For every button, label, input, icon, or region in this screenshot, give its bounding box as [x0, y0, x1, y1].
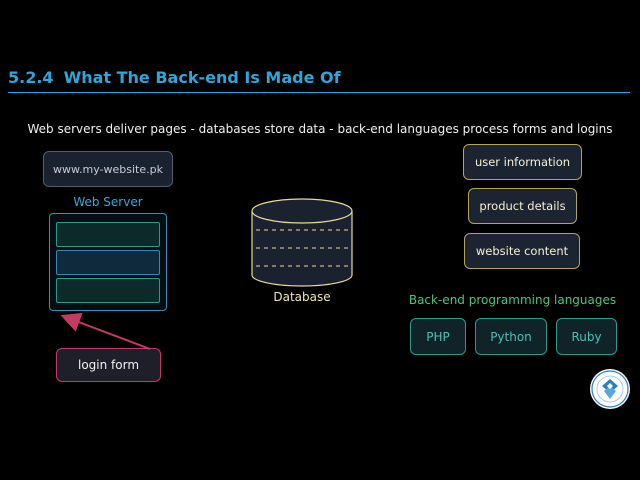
section-title: What The Back-end Is Made Of	[63, 68, 341, 87]
language-ruby: Ruby	[556, 318, 617, 355]
server-rack-top	[56, 222, 160, 247]
arrow-icon	[60, 312, 151, 350]
web-server-label: Web Server	[73, 195, 143, 209]
slide-subtitle: Web servers deliver pages - databases st…	[27, 122, 613, 136]
logo-badge-icon	[590, 369, 630, 409]
section-number: 5.2.4	[8, 68, 54, 87]
login-form-box: login form	[56, 348, 161, 382]
database-icon	[251, 198, 353, 287]
languages-title: Back-end programming languages	[408, 293, 617, 307]
server-rack-middle	[56, 250, 160, 275]
data-item-website-content: website content	[464, 233, 580, 269]
title-divider	[8, 92, 630, 93]
language-php: PHP	[410, 318, 466, 355]
data-item-user-information: user information	[463, 144, 582, 180]
web-server-icon	[49, 213, 167, 311]
language-python: Python	[475, 318, 547, 355]
database-label: Database	[273, 290, 331, 304]
url-box: www.my-website.pk	[43, 151, 173, 187]
data-item-product-details: product details	[468, 188, 577, 224]
server-rack-bottom	[56, 278, 160, 303]
page-title: 5.2.4 What The Back-end Is Made Of	[8, 68, 341, 87]
